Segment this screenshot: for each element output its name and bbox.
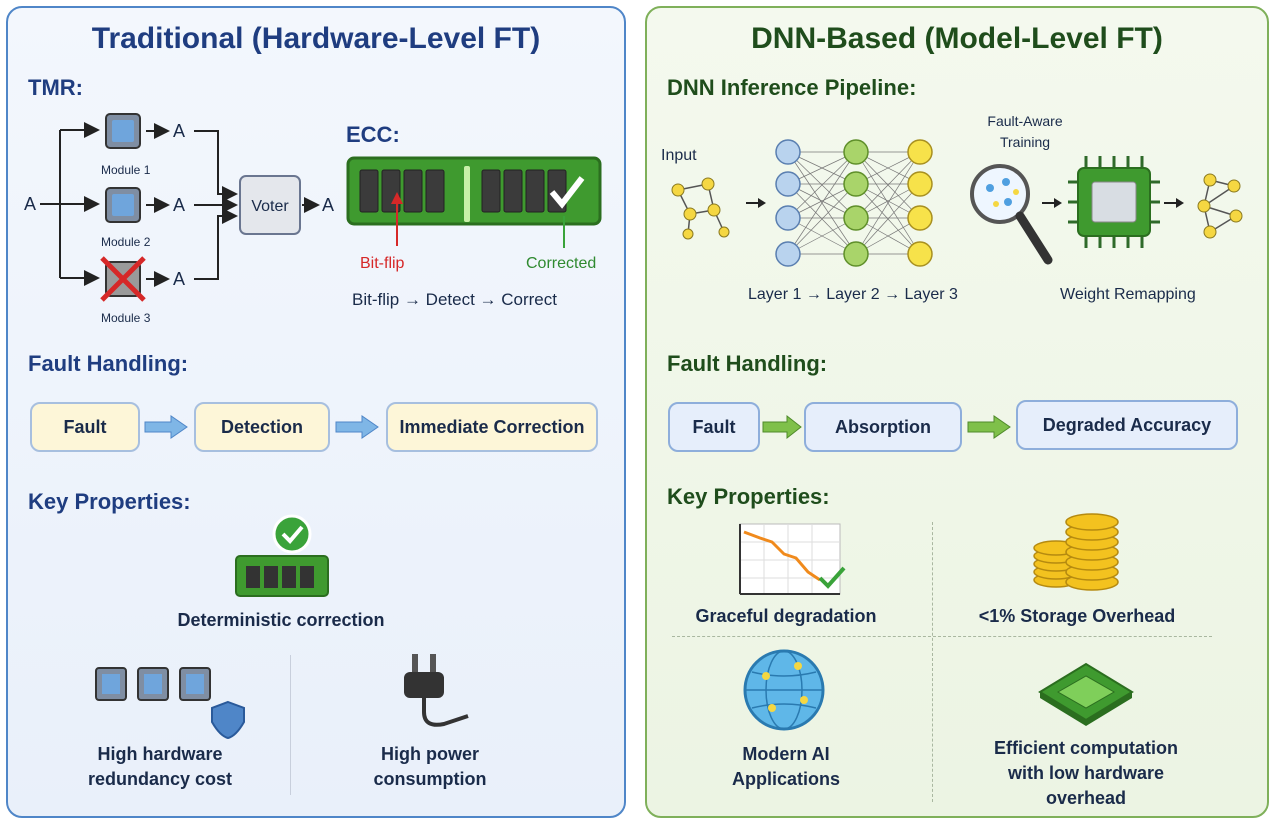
layers-label: Layer 1 → Layer 2 → Layer 3 [748,286,958,303]
prop-modern-ai-applications: Modern AI Applications [731,744,840,789]
voter-output: A [322,195,334,215]
voter-box [239,175,301,235]
shield-icon [211,700,245,740]
redundant-chips-icon [95,667,245,740]
memory-check-icon [235,514,329,597]
ecc-flow-text: Bit-flip → Detect → Correct [352,290,557,309]
bitflip-arrow-icon [391,192,403,204]
prop-high-power-consumption: High power consumption [373,744,487,789]
right-panel-title: DNN-Based (Model-Level FT) [751,22,1163,55]
prop-high-hardware-redundancy-cost: High hardware redundancy cost [87,744,233,789]
left-flow-arrow-icon-2 [335,415,379,439]
weight-remapping-label: Weight Remapping [1060,286,1196,303]
degradation-chart-icon [739,523,846,595]
coins-icon [1033,513,1119,591]
left-key-properties-heading: Key Properties: [28,489,191,514]
prop-deterministic-correction: Deterministic correction [177,610,385,630]
module-2-label: Module 2 [101,235,151,249]
bitflip-label: Bit-flip [360,255,405,272]
ecc-heading: ECC: [346,122,400,147]
module-2-output: A [173,195,185,215]
pipeline-arrow-icon-2 [1042,198,1062,208]
left-divider [290,655,291,795]
power-plug-icon [404,654,469,727]
tmr-heading: TMR: [28,75,83,100]
tmr-input-label: A [24,194,36,214]
tmr-diagram: A Module 1 Module 2 Module 3 A A A Voter… [24,113,334,325]
right-key-properties-heading: Key Properties: [667,484,830,509]
globe-icon [743,649,825,731]
module-1-output: A [173,121,185,141]
corrected-label: Corrected [526,255,596,272]
right-divider-horizontal [672,636,1212,638]
pipeline-heading: DNN Inference Pipeline: [667,75,917,100]
pipeline-arrow-icon-3 [1164,198,1184,208]
module-1-chip-icon [105,113,141,149]
chip-icon [1068,156,1160,248]
ecc-check-icon [549,176,585,209]
left-fault-handling-heading: Fault Handling: [28,351,189,376]
voter-label: Voter [251,198,289,215]
module-3-label: Module 3 [101,311,151,325]
module-2-chip-icon [105,187,141,223]
prop-storage-overhead: <1% Storage Overhead [978,606,1176,626]
left-flow-fault: Fault [30,402,140,452]
right-fault-handling-heading: Fault Handling: [667,351,828,376]
left-panel-title: Traditional (Hardware-Level FT) [91,22,541,55]
right-flow-fault: Fault [668,402,760,452]
fault-aware-training-label: Fault-Aware Training [987,113,1063,150]
pipeline-arrow-icon-1 [746,198,766,208]
left-flow-arrow-icon-1 [144,415,188,439]
module-3-failed-chip-icon [100,256,146,302]
prop-efficient-computation: Efficient computation with low hardware … [994,738,1178,808]
left-flow-detection: Detection [194,402,330,452]
ecc-diagram: Bit-flip Corrected [346,156,602,272]
magnifier-icon [970,164,1053,265]
right-flow-arrow-icon-2 [967,415,1011,439]
module-3-output: A [173,269,185,289]
right-flow-degraded-accuracy: Degraded Accuracy [1016,400,1238,450]
module-1-label: Module 1 [101,163,151,177]
prop-graceful-degradation: Graceful degradation [695,606,877,626]
neural-network-diagram [775,139,933,267]
processor-icon [1038,662,1134,726]
input-graph-icon [671,177,730,240]
right-flow-absorption: Absorption [804,402,962,452]
pipeline-input-label: Input [661,147,697,164]
left-flow-immediate-correction: Immediate Correction [386,402,598,452]
output-graph-icon [1197,173,1243,239]
right-divider-vertical [932,522,934,802]
right-flow-arrow-icon-1 [762,414,802,440]
